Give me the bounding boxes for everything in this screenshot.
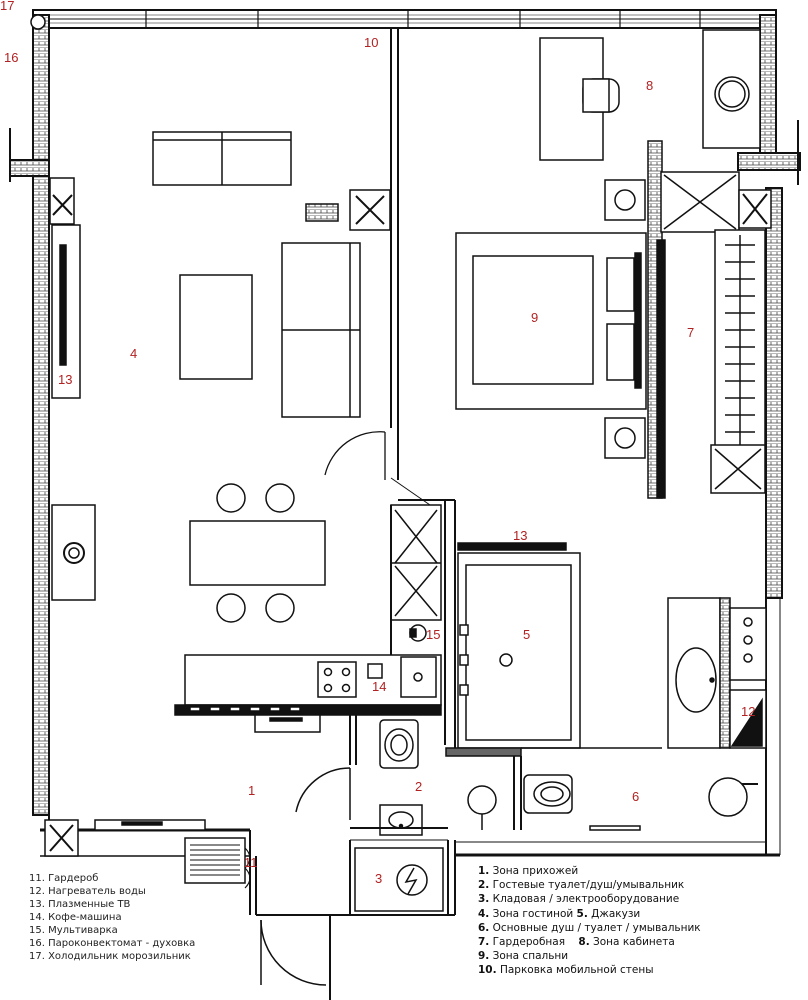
- chair: [216, 483, 246, 513]
- legend-item: 12. Нагреватель воды: [29, 886, 146, 897]
- legend-zone-text: Зона кабинета: [589, 936, 675, 949]
- chair: [216, 593, 246, 623]
- room-number-5: 5: [523, 627, 530, 642]
- legend-zone-text: Парковка мобильной стены: [496, 964, 654, 977]
- legend-zone-number: 2.: [478, 879, 490, 892]
- legend-zone-text: Зона прихожей: [489, 865, 579, 877]
- pillow: [606, 257, 635, 312]
- legend-zone-item: 7. Гардеробная 8. Зона кабинета: [478, 935, 701, 949]
- cooktop: [317, 661, 357, 698]
- legend-zone-text: Гостевые туалет/душ/умывальник: [489, 879, 685, 892]
- legend-item: 13. Плазменные ТВ: [29, 899, 131, 910]
- room-number-4: 4: [130, 346, 137, 361]
- door-swing: [324, 431, 386, 476]
- room-number-8: 8: [646, 78, 653, 93]
- door-swing: [295, 767, 351, 813]
- legend-zone-number: 5.: [576, 907, 588, 920]
- legend-zone-item: 2. Гостевые туалет/душ/умывальник: [478, 878, 701, 892]
- legend-item: 11. Гардероб: [29, 873, 99, 884]
- legend-zone-text: Джакузи: [587, 907, 641, 920]
- fridge-icon: [30, 14, 46, 30]
- legend-zones: 1. Зона прихожей 2. Гостевые туалет/душ/…: [478, 864, 701, 978]
- legend-zone-number: 9.: [478, 950, 490, 963]
- legend-zone-item: 6. Основные душ / туалет / умывальник: [478, 921, 701, 935]
- speaker: [305, 203, 339, 222]
- legend-zone-number: 8.: [578, 936, 590, 949]
- room-number-11: 11: [244, 855, 258, 870]
- legend-zone-item: 10. Парковка мобильной стены: [478, 963, 701, 977]
- floor-drain: [589, 825, 641, 831]
- room-number-9: 9: [531, 310, 538, 325]
- chair: [265, 483, 295, 513]
- pillow: [606, 323, 635, 381]
- round-basin: [708, 777, 748, 817]
- coffee-table: [179, 274, 253, 380]
- room-number-6: 6: [632, 789, 639, 804]
- legend-item: 15. Мультиварка: [29, 925, 118, 936]
- legend-zone-text: Зона спальни: [489, 950, 569, 963]
- master-bath: [398, 499, 767, 831]
- coffee-machine: [367, 663, 383, 679]
- living-room-furniture: [49, 131, 391, 623]
- room-number-17: 17: [0, 0, 14, 13]
- bidet-icon: [467, 785, 497, 815]
- room-number-16: 16: [4, 50, 18, 65]
- legend-zone-number: 1.: [478, 865, 490, 877]
- legend-zone-item: 3. Кладовая / электрооборудование: [478, 892, 701, 906]
- entry-area: [44, 715, 456, 1000]
- legend-zone-text: Зона гостиной: [489, 907, 577, 920]
- legend-zone-text: Гардеробная: [489, 936, 569, 949]
- room-number-15: 15: [426, 627, 440, 642]
- plasma-tv-bedroom: [656, 239, 666, 499]
- legend-zone-text: Кладовая / электрооборудование: [489, 893, 680, 906]
- room-number-13: 13: [58, 372, 72, 387]
- room-number-7: 7: [687, 325, 694, 340]
- room-number-14: 14: [372, 679, 386, 694]
- outer-walls: [9, 9, 801, 857]
- electric-icon: [396, 864, 428, 896]
- legend-item: 16. Пароконвектомат - духовка: [29, 938, 196, 949]
- right-wall: [765, 187, 783, 599]
- threshold: [445, 747, 522, 757]
- legend-zone-text: Основные душ / туалет / умывальник: [489, 921, 701, 934]
- plasma-tv-bath: [457, 542, 567, 551]
- room-number-13-bath: 13: [513, 528, 527, 543]
- vent-box-left: [49, 177, 75, 225]
- left-wall: [32, 14, 50, 816]
- room-numbers: 17 16 10 8 4 13 9 7 13 5 15 14 12 1 2 6 …: [0, 0, 755, 886]
- legend-item: 17. Холодильник морозильник: [29, 951, 191, 962]
- study: [539, 29, 761, 161]
- room-number-3: 3: [375, 871, 382, 886]
- room-number-12: 12: [741, 704, 755, 719]
- legend-zone-number: 10.: [478, 964, 497, 977]
- nightstand: [604, 417, 646, 459]
- room-number-2: 2: [415, 779, 422, 794]
- mobile-wall: [390, 28, 431, 506]
- legend-zone-number: 7.: [478, 936, 490, 949]
- kitchen: [174, 500, 446, 745]
- legend-item: 14. Кофе-машина: [29, 912, 122, 923]
- legend-zone-number: 4.: [478, 907, 490, 920]
- legend-equipment: 11. Гардероб 12. Нагреватель воды 13. Пл…: [29, 872, 195, 963]
- bedroom: [455, 140, 772, 499]
- legend-zone-number: 3.: [478, 893, 490, 906]
- legend-zone-item: 9. Зона спальни: [478, 949, 701, 963]
- legend-zone-item: 4. Зона гостиной 5. Джакузи: [478, 907, 701, 921]
- legend-zone-item: 1. Зона прихожей: [478, 864, 701, 878]
- right-wall-top: [759, 14, 777, 166]
- dining-table: [189, 520, 326, 586]
- legend-zone-number: 6.: [478, 921, 490, 934]
- room-number-1: 1: [248, 783, 255, 798]
- entry-door-swing: [260, 919, 327, 986]
- room-number-10: 10: [364, 35, 378, 50]
- chair: [265, 593, 295, 623]
